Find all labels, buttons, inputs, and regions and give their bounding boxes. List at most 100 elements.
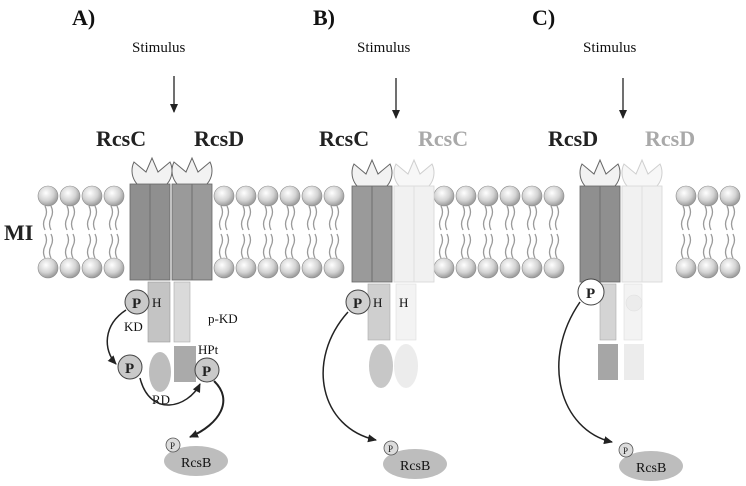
lipid-tail xyxy=(42,205,48,231)
lipid-tail xyxy=(548,205,554,231)
lipid-head xyxy=(59,257,81,279)
lipid-head xyxy=(521,185,543,207)
lipid-head xyxy=(37,257,59,279)
panel-a-kd-label: KD xyxy=(124,319,143,334)
lipid-tail xyxy=(730,233,736,259)
lipid-tail xyxy=(708,205,714,231)
panel-b-letter: B) xyxy=(313,5,335,30)
lipid-tail xyxy=(48,233,54,259)
panel-a-rcsb-phospho xyxy=(165,437,181,453)
lipid-head xyxy=(477,185,499,207)
panel-a-protein-right-label: RcsD xyxy=(194,126,244,151)
lipid-head xyxy=(477,257,499,279)
lipid-head xyxy=(521,257,543,279)
lipid-tail xyxy=(460,233,466,259)
panel-c-letter: C) xyxy=(532,5,555,30)
lipid-tail xyxy=(730,205,736,231)
lipid-head xyxy=(279,185,301,207)
lipid-tail xyxy=(70,205,76,231)
panel-a-rcsb-phospho-label: P xyxy=(170,441,175,451)
lipid-head xyxy=(543,185,565,207)
lipid-tail xyxy=(246,205,252,231)
lipid-tail xyxy=(312,205,318,231)
panel-b-rcsb-phospho-label: P xyxy=(388,444,393,454)
panel-b-rcsb xyxy=(383,449,447,479)
panel-b-rcsc-protein xyxy=(351,158,393,388)
panel-b-arrow-to-rcsb xyxy=(322,311,377,443)
panel-a-letter: A) xyxy=(72,5,95,30)
panel-a-arrow-rd-to-hpt xyxy=(139,377,201,406)
lipid-tail xyxy=(504,233,510,259)
panel-a-rd-label: RD xyxy=(152,392,170,407)
lipid-tail xyxy=(224,233,230,259)
lipid-head xyxy=(455,185,477,207)
lipid-tail xyxy=(438,205,444,231)
lipid-head xyxy=(543,257,565,279)
lipid-tail xyxy=(482,205,488,231)
lipid-tail xyxy=(64,233,70,259)
lipid-tail xyxy=(284,205,290,231)
panel-a-p-rd-label: P xyxy=(125,361,134,377)
lipid-tail xyxy=(268,233,274,259)
lipid-tail xyxy=(702,233,708,259)
lipid-tail xyxy=(246,233,252,259)
lipid-head xyxy=(301,185,323,207)
lipid-tail xyxy=(504,205,510,231)
lipid-head xyxy=(257,185,279,207)
lipid-tail xyxy=(708,233,714,259)
panel-a-protein-left-label: RcsC xyxy=(96,126,146,151)
panel-b: B) Stimulus RcsC RcsC P H H RcsB P xyxy=(313,5,468,479)
lipid-tail xyxy=(108,205,114,231)
lipid-tail xyxy=(240,233,246,259)
panel-a: A) Stimulus RcsC RcsD P H KD p-KD HPt P xyxy=(72,5,244,476)
panel-c-rcsb xyxy=(619,451,683,481)
lipid-head xyxy=(719,185,741,207)
panel-b-stimulus-label: Stimulus xyxy=(357,40,411,56)
lipid-head xyxy=(499,257,521,279)
panel-a-arrow-kd-to-rd xyxy=(106,309,127,365)
lipid-tail xyxy=(526,233,532,259)
panel-a-p-rd xyxy=(117,354,143,380)
lipid-tail xyxy=(724,233,730,259)
panel-c-rcsb-label: RcsB xyxy=(636,461,666,476)
lipid-tail xyxy=(680,233,686,259)
lipid-tail xyxy=(686,205,692,231)
lipid-tail xyxy=(510,205,516,231)
lipid-head xyxy=(323,257,345,279)
panel-a-hpt-label: HPt xyxy=(198,342,219,357)
lipid-head xyxy=(59,185,81,207)
panel-b-protein-right-label: RcsC xyxy=(418,126,468,151)
lipid-head xyxy=(279,257,301,279)
lipid-head xyxy=(697,185,719,207)
lipid-tail xyxy=(328,205,334,231)
panel-c: C) Stimulus RcsD RcsD P RcsB P xyxy=(532,5,695,481)
lipid-tail xyxy=(86,205,92,231)
panel-a-rcsb-label: RcsB xyxy=(181,456,211,471)
panel-a-p-hpt-label: P xyxy=(202,364,211,380)
lipid-head xyxy=(719,257,741,279)
lipid-head xyxy=(455,257,477,279)
lipid-head xyxy=(235,257,257,279)
lipid-tail xyxy=(554,205,560,231)
lipid-tail xyxy=(240,205,246,231)
lipid-head xyxy=(433,257,455,279)
lipid-tail xyxy=(306,205,312,231)
panel-c-rcsb-phospho xyxy=(618,442,634,458)
panel-a-arrow-hpt-to-rcsb xyxy=(189,380,225,438)
panel-b-protein-left-label: RcsC xyxy=(319,126,369,151)
lipid-tail xyxy=(680,205,686,231)
panel-c-p-hpt xyxy=(577,278,605,306)
lipid-head xyxy=(37,185,59,207)
lipid-head xyxy=(257,257,279,279)
lipid-tail xyxy=(114,205,120,231)
lipid-head xyxy=(81,257,103,279)
panel-b-h2-label: H xyxy=(399,295,408,310)
lipid-tail xyxy=(108,233,114,259)
panel-a-rcsd-protein xyxy=(171,156,213,382)
panel-c-rcsd-protein xyxy=(579,158,621,380)
panel-b-rcsb-phospho xyxy=(383,440,399,456)
lipid-tail xyxy=(466,233,472,259)
panel-c-rcsb-phospho-label: P xyxy=(623,446,628,456)
lipid-tail xyxy=(42,233,48,259)
panel-a-p-kd xyxy=(124,289,150,315)
